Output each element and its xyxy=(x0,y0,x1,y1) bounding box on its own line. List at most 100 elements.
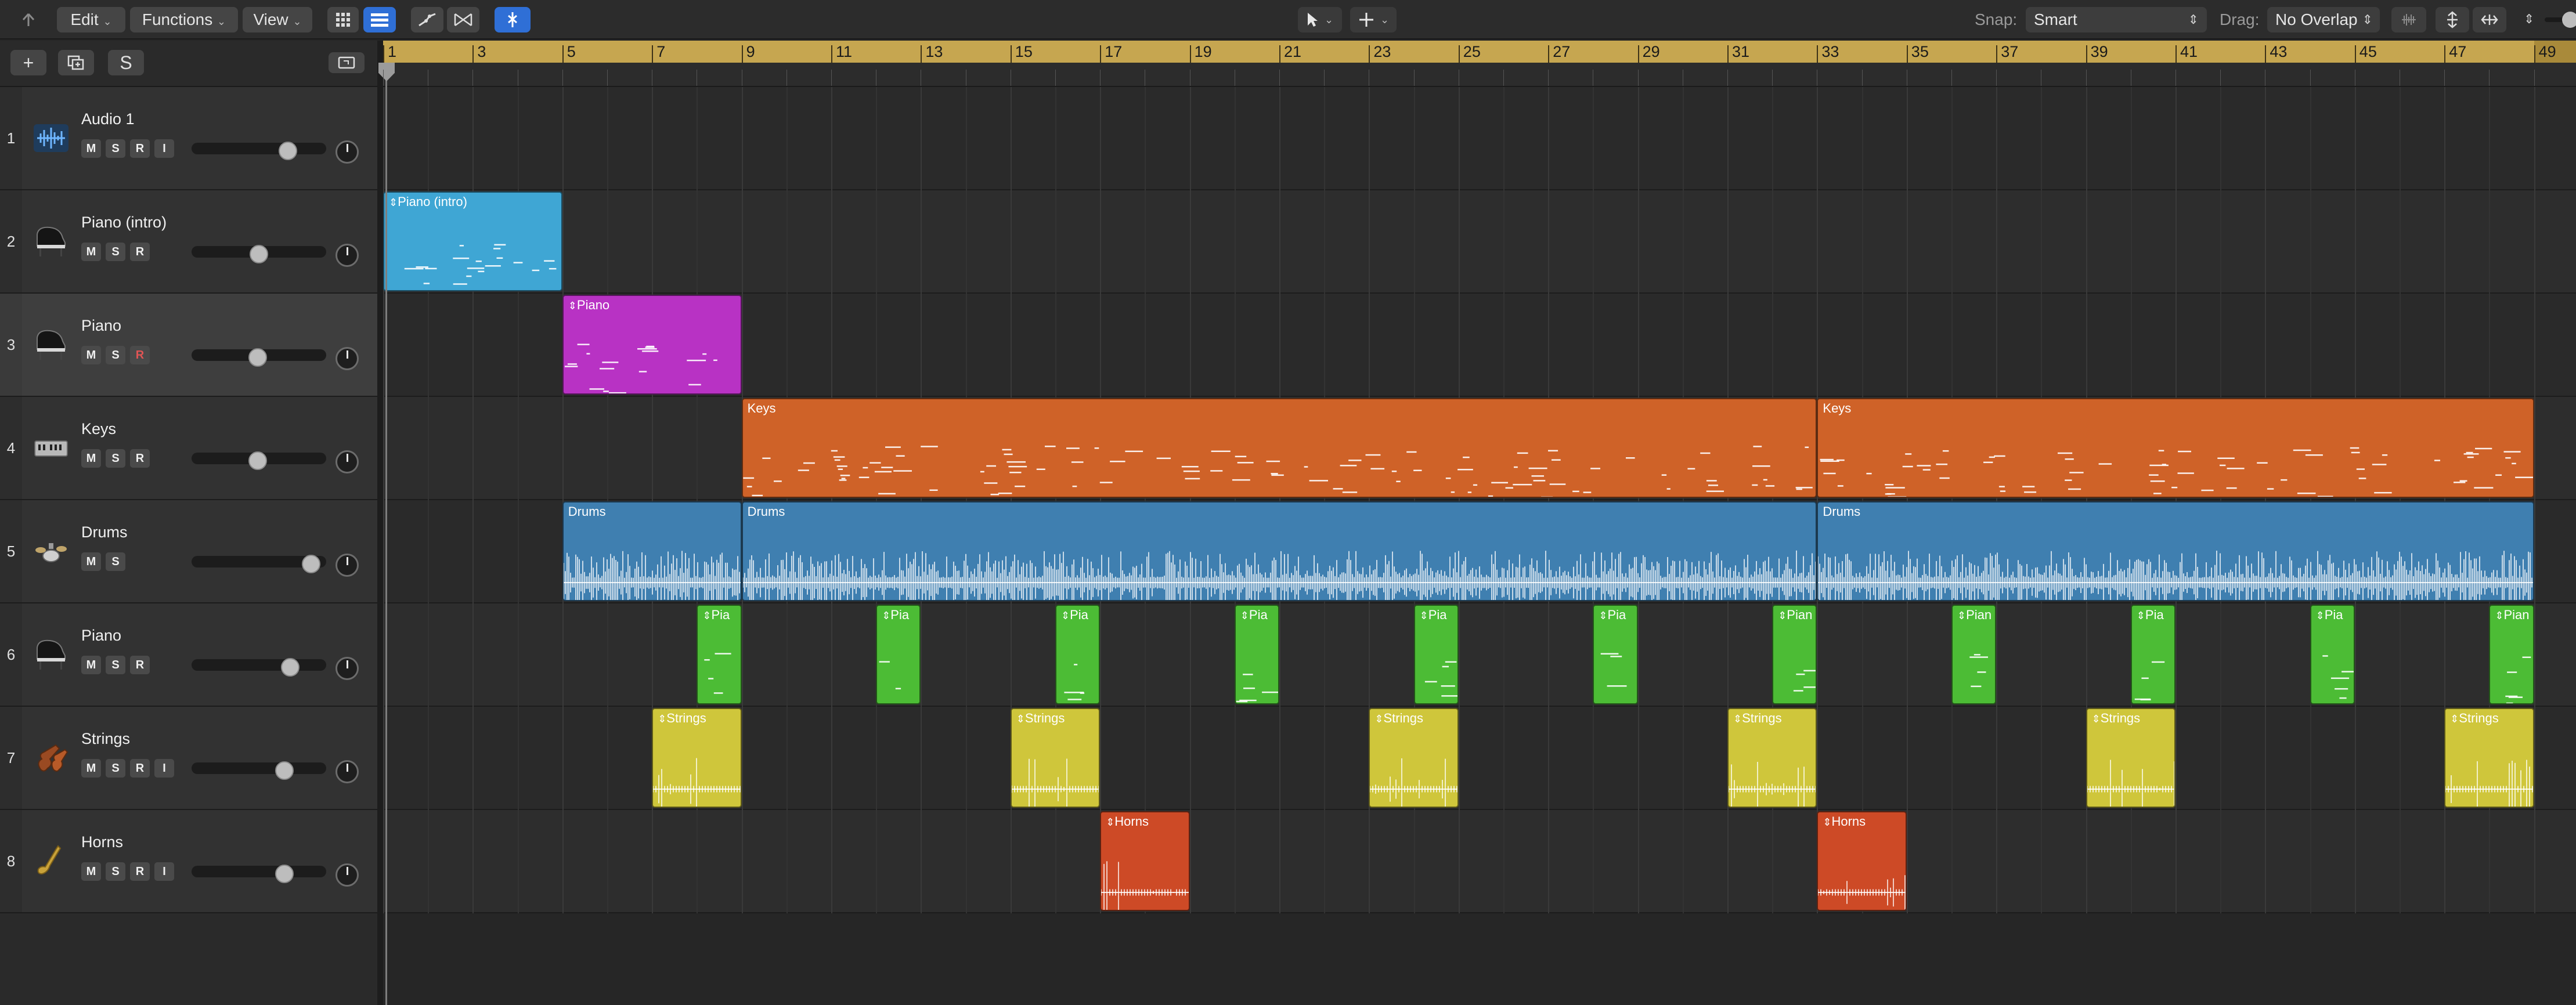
zoom-slider[interactable] xyxy=(2545,12,2576,28)
region-midi[interactable]: Keys xyxy=(1817,398,2534,498)
catch-playhead-icon[interactable] xyxy=(495,7,531,32)
volume-slider[interactable] xyxy=(192,866,326,877)
grid-view-icon[interactable] xyxy=(327,7,359,32)
vertical-zoom-icon[interactable] xyxy=(2436,7,2469,32)
region-midi[interactable]: ⇕Pia xyxy=(1055,605,1101,704)
volume-slider[interactable] xyxy=(192,659,326,671)
solo-button[interactable]: S xyxy=(106,656,125,674)
volume-slider-knob[interactable] xyxy=(248,348,267,367)
pan-knob[interactable] xyxy=(335,450,359,473)
mute-button[interactable]: M xyxy=(81,552,101,571)
pointer-tool-icon[interactable]: ⌄ xyxy=(1298,7,1342,32)
pan-knob[interactable] xyxy=(335,657,359,680)
volume-slider-knob[interactable] xyxy=(275,761,294,780)
record-enable-button[interactable]: R xyxy=(130,449,150,468)
mute-button[interactable]: M xyxy=(81,759,101,778)
crossfade-icon[interactable] xyxy=(447,7,479,32)
solo-button[interactable]: S xyxy=(106,449,125,468)
region-audio[interactable]: Drums xyxy=(562,501,742,601)
track-lane[interactable] xyxy=(383,603,2576,707)
region-midi[interactable]: ⇕Pia xyxy=(876,605,921,704)
record-enable-button[interactable]: R xyxy=(130,759,150,778)
drag-select[interactable]: No Overlap ⇕ xyxy=(2267,7,2380,32)
region-audio[interactable]: ⇕Strings xyxy=(1369,708,1459,808)
track-name[interactable]: Piano xyxy=(81,317,122,334)
record-enable-button[interactable]: R xyxy=(130,243,150,261)
splitter[interactable] xyxy=(377,41,383,1005)
mute-button[interactable]: M xyxy=(81,139,101,158)
region-midi[interactable]: ⇕Pian xyxy=(1951,605,1997,704)
solo-button[interactable]: S xyxy=(106,552,125,571)
edit-menu[interactable]: Edit ⌄ xyxy=(57,7,125,32)
input-monitoring-button[interactable]: I xyxy=(154,139,174,158)
record-enable-button[interactable]: R xyxy=(130,862,150,881)
region-audio[interactable]: ⇕Strings xyxy=(2444,708,2534,808)
region-midi[interactable]: ⇕Pia xyxy=(1593,605,1638,704)
pan-knob[interactable] xyxy=(335,554,359,577)
automation-curve-icon[interactable] xyxy=(411,7,443,32)
pan-knob[interactable] xyxy=(335,244,359,267)
region-audio[interactable]: Drums xyxy=(1817,501,2534,601)
up-arrow-icon[interactable] xyxy=(10,7,46,32)
functions-menu[interactable]: Functions ⌄ xyxy=(130,7,238,32)
pan-knob[interactable] xyxy=(335,140,359,164)
volume-slider[interactable] xyxy=(192,556,326,567)
track-name[interactable]: Piano (intro) xyxy=(81,214,167,231)
horizontal-zoom-icon[interactable] xyxy=(2473,7,2506,32)
volume-slider-knob[interactable] xyxy=(281,658,300,677)
region-midi[interactable]: ⇕Piano xyxy=(562,295,742,395)
list-view-icon[interactable] xyxy=(363,7,396,32)
pan-knob[interactable] xyxy=(335,347,359,370)
solo-button[interactable]: S xyxy=(106,139,125,158)
region-midi[interactable]: ⇕Pia xyxy=(2310,605,2355,704)
volume-slider[interactable] xyxy=(192,143,326,154)
playhead[interactable] xyxy=(385,63,387,1005)
volume-slider-knob[interactable] xyxy=(279,142,297,160)
waveform-zoom-icon[interactable] xyxy=(2391,7,2426,32)
region-audio[interactable]: ⇕Horns xyxy=(1817,811,1907,911)
view-menu[interactable]: View ⌄ xyxy=(243,7,312,32)
input-monitoring-button[interactable]: I xyxy=(154,862,174,881)
track-name[interactable]: Drums xyxy=(81,523,128,541)
volume-slider-knob[interactable] xyxy=(250,245,268,263)
region-audio[interactable]: ⇕Strings xyxy=(1727,708,1817,808)
duplicate-track-icon[interactable] xyxy=(58,50,94,75)
track-lane[interactable] xyxy=(383,810,2576,913)
track-lane[interactable] xyxy=(383,707,2576,810)
region-audio[interactable]: ⇕Strings xyxy=(1010,708,1101,808)
add-track-button[interactable]: + xyxy=(10,50,46,75)
pan-knob[interactable] xyxy=(335,760,359,783)
marquee-tool-icon[interactable]: ⌄ xyxy=(1350,7,1397,32)
solo-button[interactable]: S xyxy=(106,759,125,778)
mute-button[interactable]: M xyxy=(81,243,101,261)
vertical-zoom-slider-icon[interactable]: ⇕ xyxy=(2524,12,2535,26)
record-enable-button[interactable]: R xyxy=(130,139,150,158)
track-name[interactable]: Audio 1 xyxy=(81,110,135,128)
mute-button[interactable]: M xyxy=(81,862,101,881)
mute-button[interactable]: M xyxy=(81,346,101,364)
solo-button[interactable]: S xyxy=(106,346,125,364)
mute-button[interactable]: M xyxy=(81,656,101,674)
solo-button[interactable]: S xyxy=(106,862,125,881)
region-midi[interactable]: ⇕Pia xyxy=(2130,605,2175,704)
region-audio[interactable]: ⇕Horns xyxy=(1100,811,1190,911)
snap-select[interactable]: Smart ⇕ xyxy=(2026,7,2207,32)
marker-lane[interactable] xyxy=(383,63,2576,87)
region-midi[interactable]: ⇕Pian xyxy=(2489,605,2534,704)
region-midi[interactable]: Keys xyxy=(741,398,1817,498)
folder-icon[interactable] xyxy=(329,52,365,73)
solo-button[interactable]: S xyxy=(106,243,125,261)
track-lane[interactable] xyxy=(383,87,2576,190)
pan-knob[interactable] xyxy=(335,863,359,887)
input-monitoring-button[interactable]: I xyxy=(154,759,174,778)
track-name[interactable]: Strings xyxy=(81,730,131,747)
region-midi[interactable]: ⇕Pia xyxy=(1234,605,1279,704)
volume-slider-knob[interactable] xyxy=(248,451,267,470)
